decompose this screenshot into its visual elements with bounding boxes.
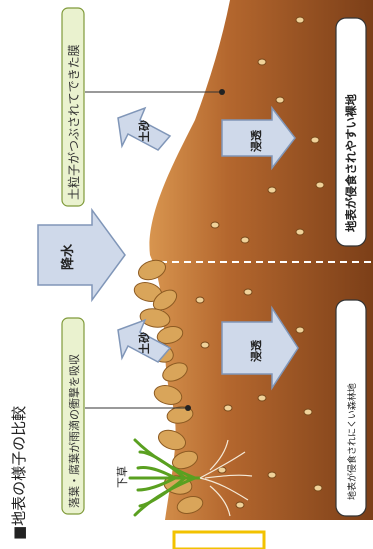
- highlight-box: [172, 530, 266, 549]
- figure-title: ■地表の様子の比較: [10, 406, 28, 540]
- infiltration-top-label: 浸透: [249, 129, 263, 152]
- rain-arrow: [37, 207, 126, 303]
- rain-arrow-label: 降水: [60, 243, 76, 270]
- sediment-top-label: 土砂: [137, 120, 151, 142]
- soil-body: [149, 0, 373, 520]
- sediment-arrow-bottom: [117, 318, 172, 363]
- plant-roots: [199, 439, 253, 517]
- sealed-crust-callout: 土粒子がつぶされてできた膜: [66, 44, 81, 200]
- forest-panel-label: 地表が侵食されにくい森林地: [346, 383, 358, 500]
- forest-panel-label-box: [335, 299, 367, 517]
- sealed-crust-callout-box: [61, 7, 85, 207]
- sealed-crust-marker: [219, 89, 225, 95]
- litter-callout-box: [61, 317, 85, 515]
- undergrowth-plant: [128, 438, 202, 517]
- bare-panel-label: 地表が侵食されやすい裸地: [344, 94, 358, 232]
- infiltration-arrow-bottom: [221, 305, 299, 391]
- litter-callout: 落葉・腐葉が雨滴の衝撃を吸収: [67, 354, 81, 508]
- litter-marker: [185, 405, 191, 411]
- callout-pointers: [85, 91, 222, 409]
- plant-label: 下草: [116, 466, 129, 488]
- sediment-arrow-top: [117, 106, 172, 151]
- sediment-bottom-label: 土砂: [137, 332, 151, 354]
- infiltration-arrow-top: [221, 105, 296, 171]
- infiltration-bottom-label: 浸透: [249, 339, 263, 362]
- bare-panel-label-box: [335, 17, 367, 247]
